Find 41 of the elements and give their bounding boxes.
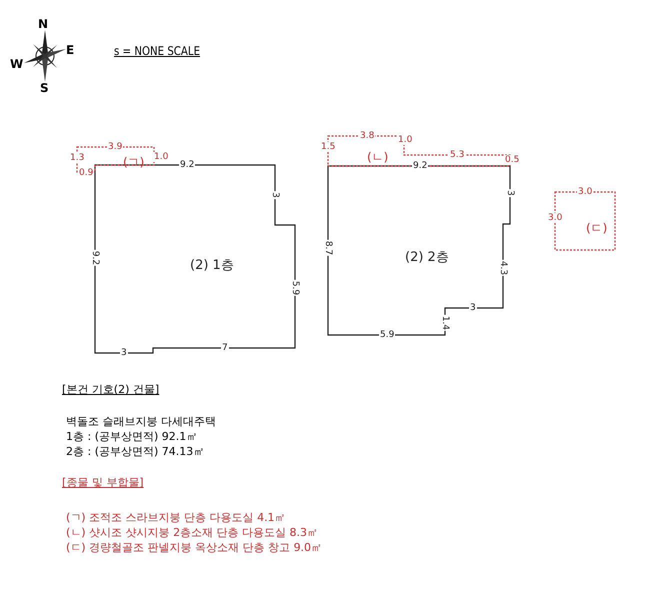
dimension-label: 1.0 [153,152,170,162]
dimension-label: 0.5 [504,155,520,165]
dimension-label: 9.2 [179,160,196,170]
dimension-label: 3.0 [547,213,564,223]
dimension-label: 8.7 [323,240,334,256]
floor-label: (2) 1층 [190,258,234,273]
dimension-label: 1.5 [320,142,336,152]
dimension-label: 1.0 [397,135,414,145]
dimension-label: 1.3 [69,153,86,163]
dimension-label: 4.3 [498,260,508,276]
dimension-label: 3 [120,348,128,358]
dimension-label: 9.2 [90,250,100,266]
text-line: 2층 : (공부상면적) 74.13㎡ [66,445,204,458]
scale-note: s = NONE SCALE [114,45,200,58]
text-line: (ㄱ) 조적조 스라브지붕 단층 다용도실 4.1㎡ [66,511,286,524]
dimension-label: 1.4 [440,314,450,332]
section-heading: [본건 기호(2) 건물] [62,383,160,396]
text-line: 벽돌조 슬래브지붕 다세대주택 [66,415,216,428]
compass-letter: N [38,18,48,31]
compass-letter: W [10,58,24,71]
dimension-label: 9.2 [412,161,428,171]
dimension-label: 3 [270,191,280,199]
dimension-label: 7 [221,343,229,353]
compass-letter: E [66,44,74,57]
dimension-label: 3 [469,303,477,313]
dimension-label: 3.0 [577,187,594,197]
text-line: (ㄷ) 경량철골조 판넬지붕 옥상소재 단층 창고 9.0㎡ [66,541,322,554]
dimension-label: 5.3 [449,150,466,160]
dimension-label: 3 [504,189,515,197]
text-line: 1층 : (공부상면적) 92.1㎡ [66,430,198,443]
compass-letter: S [40,82,49,95]
dimension-label: 3.9 [107,142,124,152]
text-line: (ㄴ) 샷시조 샷시지붕 2층소재 단층 다용도실 8.3㎡ [66,526,318,539]
dimension-label: 5.9 [379,330,396,340]
dimension-label: 3.8 [359,131,376,141]
dimension-label: 5.9 [290,280,300,296]
section-heading: [종물 및 부합물] [62,476,144,489]
annex-label: (ㄴ) [367,151,388,164]
floor-label: (2) 2층 [405,250,449,265]
annex-label: (ㄷ) [586,222,608,235]
dimension-label: 0.9 [78,168,94,178]
